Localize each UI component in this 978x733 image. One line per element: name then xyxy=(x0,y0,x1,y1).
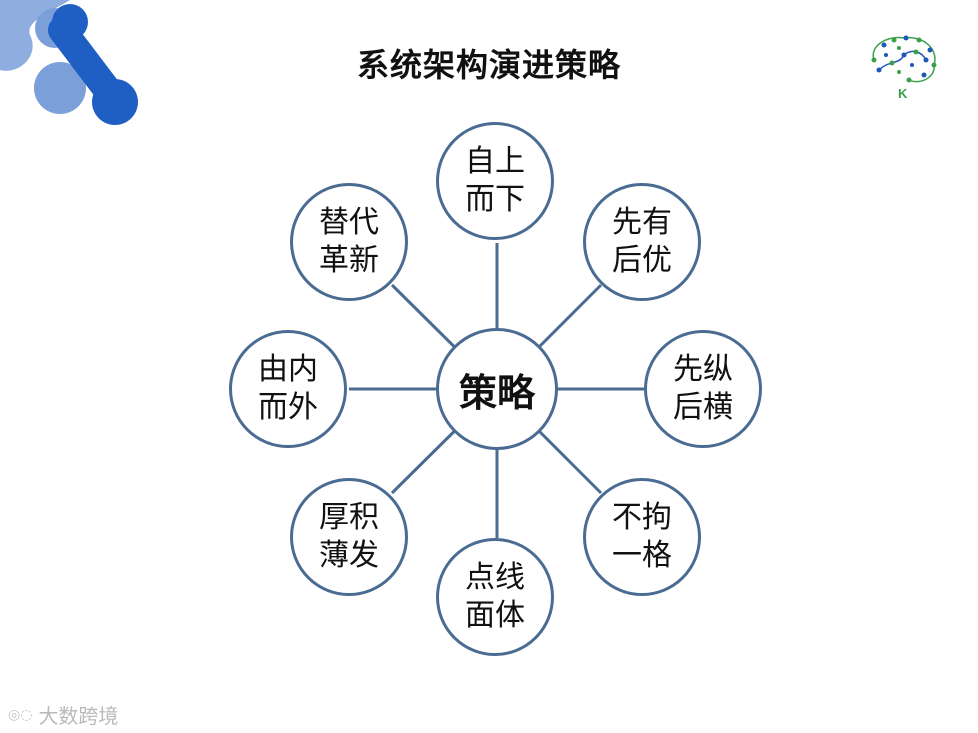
node-bottom-line2: 面体 xyxy=(465,598,525,633)
node-left: 由内 而外 xyxy=(229,330,347,448)
node-top-right: 先有 后优 xyxy=(583,183,701,301)
node-bottom-line1: 点线 xyxy=(465,560,525,595)
node-bottom-right: 不拘 一格 xyxy=(583,478,701,596)
node-right-line2: 后横 xyxy=(673,390,733,425)
page-title: 系统架构演进策略 xyxy=(356,46,621,84)
node-bottom-left-line2: 薄发 xyxy=(319,538,379,573)
node-top-line2: 而下 xyxy=(465,182,525,217)
corner-logo-decoration xyxy=(0,0,138,125)
node-left-line2: 而外 xyxy=(258,390,318,425)
watermark: ◎◌ 大数跨境 xyxy=(8,700,118,729)
center-node: 策略 xyxy=(436,328,558,450)
watermark-logo-icon: ◎◌ xyxy=(8,706,33,723)
watermark-text: 大数跨境 xyxy=(38,704,119,728)
node-right: 先纵 后横 xyxy=(644,330,762,448)
node-top-line1: 自上 xyxy=(465,144,525,179)
node-bottom-left-line1: 厚积 xyxy=(319,500,379,535)
node-right-line1: 先纵 xyxy=(673,352,733,387)
node-top-right-line2: 后优 xyxy=(612,243,672,278)
node-top-left-line2: 革新 xyxy=(319,243,379,278)
node-bottom-right-line1: 不拘 xyxy=(612,500,672,535)
node-bottom: 点线 面体 xyxy=(436,538,554,656)
node-top: 自上 而下 xyxy=(436,122,554,240)
logo-letter: K xyxy=(898,86,908,100)
node-bottom-left: 厚积 薄发 xyxy=(290,478,408,596)
node-top-right-line1: 先有 xyxy=(612,205,672,240)
node-bottom-right-line2: 一格 xyxy=(612,538,672,573)
node-top-left: 替代 革新 xyxy=(290,183,408,301)
node-top-left-line1: 替代 xyxy=(319,205,379,240)
brain-logo: K xyxy=(871,35,937,100)
node-left-line1: 由内 xyxy=(258,352,318,387)
